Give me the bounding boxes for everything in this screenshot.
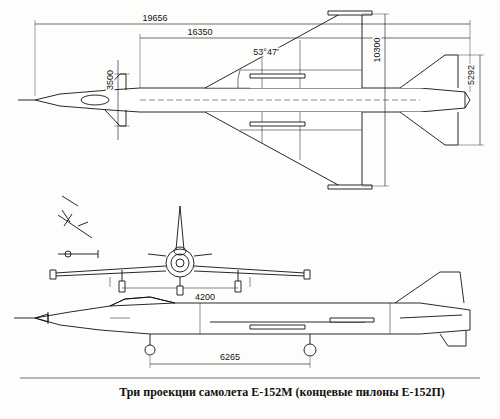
front-view [50,196,310,295]
figure-caption: Три проекции самолета Е-152М (концевые п… [119,386,445,399]
dimension-label: 16350 [186,28,213,37]
dimension-label: 53°47' [252,48,279,57]
dimension-label: 4200 [194,293,216,302]
dimension-label: 3500 [106,69,115,91]
dimension-label: 10300 [373,36,382,63]
caption-rule [20,378,480,379]
dimension-label: 19656 [141,14,168,23]
dimension-label: 6265 [219,353,241,362]
dimension-label: 5292 [467,64,476,86]
side-view [14,272,470,368]
plan-view [18,11,484,189]
